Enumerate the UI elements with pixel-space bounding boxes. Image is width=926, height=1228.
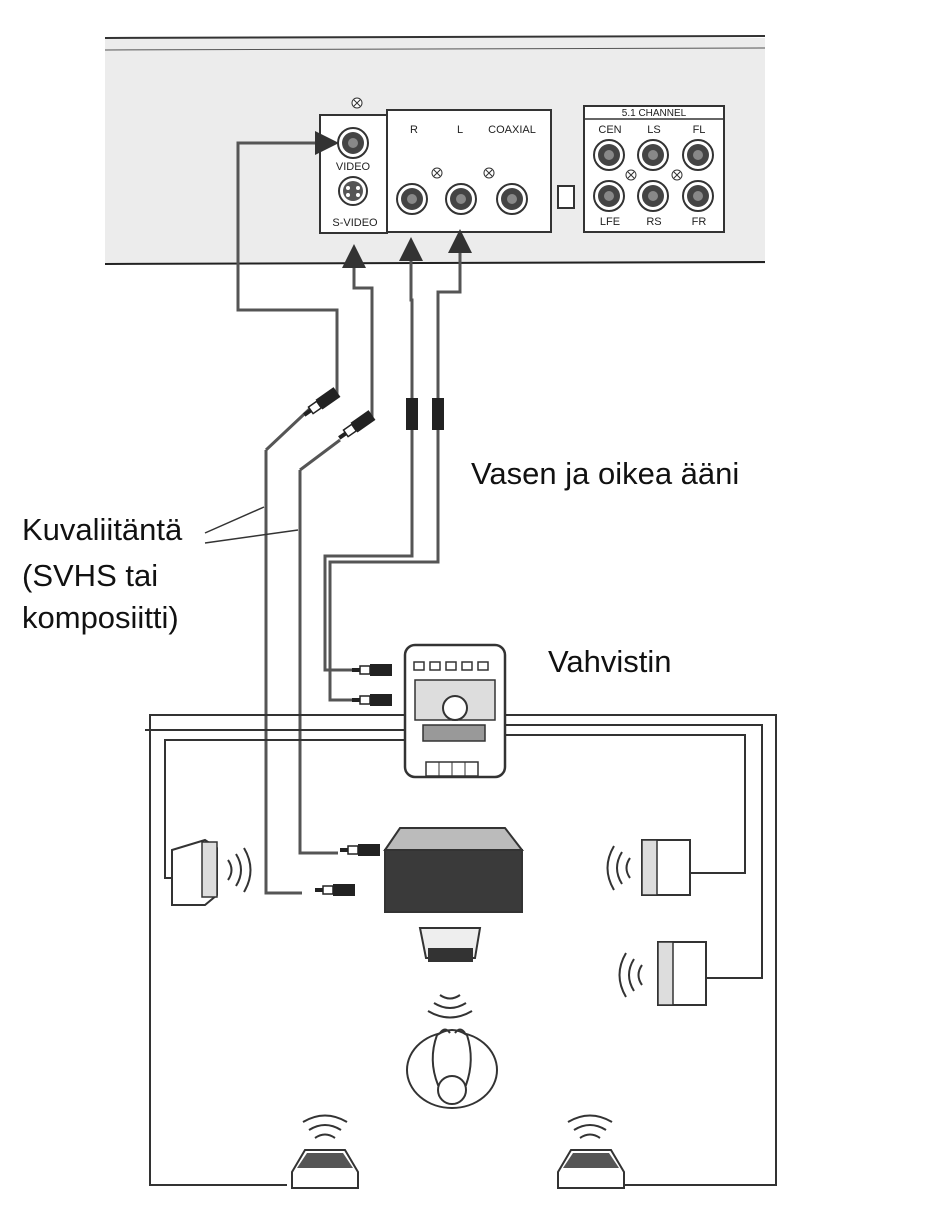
coaxial-jack bbox=[496, 183, 528, 215]
svideo-label: S-VIDEO bbox=[332, 217, 378, 229]
svideo-cable bbox=[298, 244, 381, 857]
center-speaker bbox=[418, 927, 482, 1019]
composite-video-cable bbox=[236, 131, 356, 897]
jack-rs bbox=[637, 180, 669, 212]
right-surround-speaker bbox=[618, 941, 707, 1006]
audio-label: Vasen ja oikea ääni bbox=[471, 456, 739, 491]
tv-device bbox=[383, 827, 525, 913]
jack-fr bbox=[682, 180, 714, 212]
video-jack bbox=[337, 127, 369, 159]
ls-label: LS bbox=[647, 124, 660, 136]
audio-l-jack bbox=[445, 183, 477, 215]
channel-output-block: 5.1 CHANNEL CEN LS FL LFE RS FR bbox=[583, 105, 725, 233]
video-output-block: VIDEO S-VIDEO bbox=[319, 97, 388, 234]
audio-cable bbox=[323, 229, 472, 707]
channel-title: 5.1 CHANNEL bbox=[622, 108, 687, 119]
video-label: VIDEO bbox=[336, 161, 371, 173]
rear-left-speaker bbox=[291, 1114, 359, 1189]
front-left-speaker bbox=[171, 838, 252, 906]
lfe-label: LFE bbox=[600, 216, 620, 228]
rear-right-speaker bbox=[557, 1114, 625, 1189]
listener-figure bbox=[406, 1028, 498, 1109]
svideo-jack bbox=[338, 176, 368, 206]
jack-cen bbox=[593, 139, 625, 171]
coaxial-label: COAXIAL bbox=[488, 124, 536, 136]
jack-ls bbox=[637, 139, 669, 171]
fl-label: FL bbox=[693, 124, 706, 136]
amplifier-label: Vahvistin bbox=[548, 644, 672, 679]
amplifier-device bbox=[403, 643, 507, 779]
fr-label: FR bbox=[692, 216, 707, 228]
video-label-line2: (SVHS tai bbox=[22, 558, 158, 593]
audio-output-block: R L COAXIAL bbox=[386, 109, 552, 233]
jack-lfe bbox=[593, 180, 625, 212]
rs-label: RS bbox=[646, 216, 661, 228]
switch-slot bbox=[557, 185, 575, 209]
video-label-line1: Kuvaliitäntä bbox=[22, 512, 183, 547]
speaker-wiring bbox=[145, 714, 777, 1186]
l-label: L bbox=[457, 124, 463, 136]
video-connection-label: Kuvaliitäntä (SVHS tai komposiitti) bbox=[22, 506, 299, 635]
front-right-speaker bbox=[606, 839, 691, 896]
audio-r-jack bbox=[396, 183, 428, 215]
video-label-line3: komposiitti) bbox=[22, 600, 179, 635]
r-label: R bbox=[410, 124, 418, 136]
jack-fl bbox=[682, 139, 714, 171]
cen-label: CEN bbox=[598, 124, 621, 136]
